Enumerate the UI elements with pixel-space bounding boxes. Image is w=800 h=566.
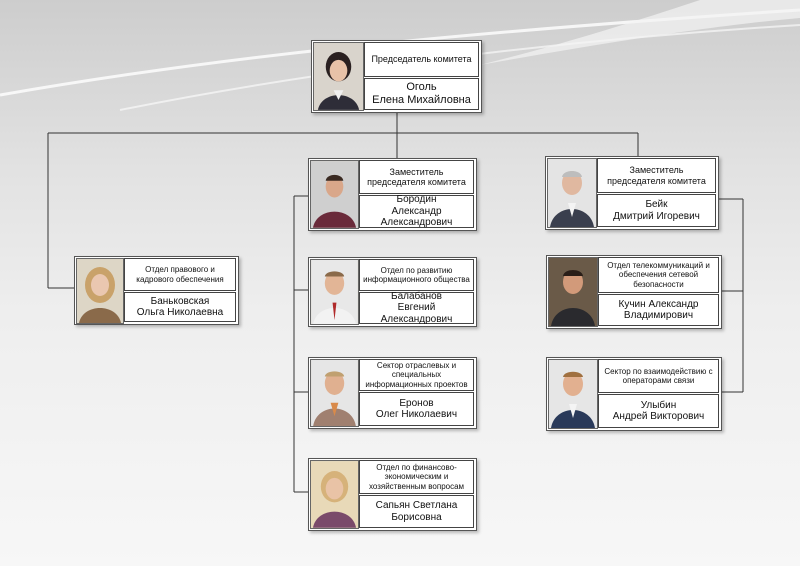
infosoc-role: Отдел по развитию информационного общест… xyxy=(359,259,474,291)
photo-deputy-1 xyxy=(310,160,359,229)
legal-name: Баньковская Ольга Николаевна xyxy=(124,292,236,322)
photo-infosoc xyxy=(310,259,359,325)
card-infosoc: Отдел по развитию информационного общест… xyxy=(308,257,477,327)
card-deputy-2: Заместитель председателя комитета Бейк Д… xyxy=(545,156,719,230)
deputy-1-role: Заместитель председателя комитета xyxy=(359,160,474,194)
infosoc-name: Балабанов Евгений Александрович xyxy=(359,291,474,325)
photo-operators xyxy=(548,359,598,429)
photo-sector xyxy=(310,359,359,427)
photo-chair xyxy=(313,42,364,111)
card-deputy-1: Заместитель председателя комитета Бороди… xyxy=(308,158,477,231)
telecom-role: Отдел телекоммуникаций и обеспечения сет… xyxy=(598,257,719,293)
chair-name: Оголь Елена Михайловна xyxy=(364,78,479,110)
legal-role: Отдел правового и кадрового обеспечения xyxy=(124,258,236,291)
operators-role: Сектор по взаимодействию с операторами с… xyxy=(598,359,719,393)
photo-finance xyxy=(310,460,359,529)
sector-role: Сектор отраслевых и специальных информац… xyxy=(359,359,474,391)
card-legal: Отдел правового и кадрового обеспечения … xyxy=(74,256,239,325)
operators-name: Улыбин Андрей Викторович xyxy=(598,394,719,428)
deputy-2-role: Заместитель председателя комитета xyxy=(597,158,716,193)
photo-legal xyxy=(76,258,124,324)
finance-role: Отдел по финансово-экономическим и хозяй… xyxy=(359,460,474,494)
deputy-1-name: Бородин Александр Александрович xyxy=(359,194,474,228)
telecom-name: Кучин Александр Владимирович xyxy=(598,294,719,326)
deputy-2-name: Бейк Дмитрий Игоревич xyxy=(597,194,716,227)
chair-role: Председатель комитета xyxy=(364,42,479,77)
card-operators: Сектор по взаимодействию с операторами с… xyxy=(546,357,722,431)
card-sector: Сектор отраслевых и специальных информац… xyxy=(308,357,477,429)
finance-name: Сапьян Светлана Борисовна xyxy=(359,495,474,528)
sector-name: Еронов Олег Николаевич xyxy=(359,392,474,426)
card-finance: Отдел по финансово-экономическим и хозяй… xyxy=(308,458,477,531)
card-telecom: Отдел телекоммуникаций и обеспечения сет… xyxy=(546,255,722,329)
photo-telecom xyxy=(548,257,598,327)
card-chair: Председатель комитета Оголь Елена Михайл… xyxy=(311,40,482,113)
photo-deputy-2 xyxy=(547,158,597,228)
